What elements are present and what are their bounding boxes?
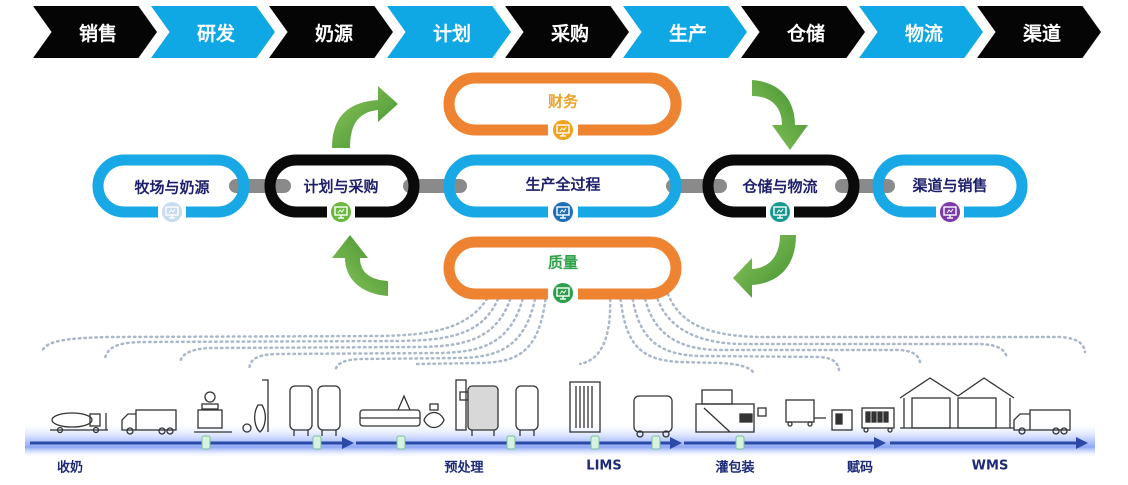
finance-label: 财务 [547, 92, 579, 111]
stage-label: 物流 [904, 22, 943, 45]
stage-storage: 仓储 [741, 6, 865, 58]
quality-label: 质量 [547, 253, 579, 272]
stage-rnd: 研发 [151, 6, 275, 58]
channel-label: 渠道与销售 [912, 176, 988, 195]
value-chain-bar: 销售 研发 奶源 计划 采购 生产 仓储 物流 渠道 [33, 6, 1103, 58]
farm-monitor-icon [162, 202, 182, 222]
filter-icon [242, 379, 269, 433]
equipment-line-art [50, 377, 1071, 438]
stage-label: 销售 [78, 22, 117, 45]
tank-icon [515, 385, 539, 436]
plan-monitor-icon [331, 202, 351, 222]
step-wms: WMS [971, 458, 1009, 474]
warehouse-label: 仓储与物流 [742, 177, 818, 196]
flow-arrow-up-right [332, 86, 398, 148]
production-label: 生产全过程 [525, 175, 601, 194]
warehouse-icon [899, 377, 1015, 429]
flow-arrow-down-left [733, 235, 796, 298]
farm-label: 牧场与奶源 [134, 178, 210, 197]
stage-label: 仓储 [786, 22, 825, 45]
weighing-station-icon [194, 391, 232, 433]
step-filling-packaging: 灌包装 [715, 460, 755, 476]
mix-tank-icon [467, 385, 499, 436]
pasteurizer-icon [633, 395, 673, 438]
stage-logistics: 物流 [859, 6, 983, 58]
stage-label: 生产 [668, 22, 707, 45]
stage-sales: 销售 [33, 6, 157, 58]
farm-ring [92, 154, 250, 222]
pallet-cart-icon [861, 407, 895, 433]
sensor-markers [201, 435, 745, 450]
warehouse-ring [702, 154, 860, 222]
stage-label: 采购 [550, 22, 589, 45]
separator-icon [423, 403, 445, 429]
production-monitor-icon [553, 202, 573, 222]
stage-label: 研发 [196, 22, 235, 45]
flow-arrow-down-right [752, 80, 808, 150]
data-flow-dots [40, 292, 1087, 374]
truck-icon [121, 409, 177, 435]
step-pretreatment: 预处理 [444, 460, 484, 476]
stage-production: 生产 [623, 6, 747, 58]
production-ring [443, 154, 682, 222]
stage-label: 渠道 [1022, 22, 1061, 45]
plan-ring [264, 154, 420, 222]
filling-machine-icon [695, 389, 767, 433]
warehouse-monitor-icon [770, 202, 790, 222]
step-coding: 赋码 [846, 460, 874, 476]
delivery-truck-icon [1013, 409, 1071, 435]
channel-monitor-icon [940, 202, 960, 222]
stage-milk-source: 奶源 [269, 6, 393, 58]
channel-ring [872, 154, 1028, 222]
plan-label: 计划与采购 [303, 177, 379, 196]
step-milk-collection: 收奶 [56, 460, 84, 476]
stage-label: 计划 [432, 22, 471, 45]
stage-label: 奶源 [314, 22, 353, 45]
stage-channel: 渠道 [977, 6, 1101, 58]
cip-rack-icon [569, 381, 601, 433]
flow-arrow-up-left [332, 235, 388, 296]
tanker-truck-icon [50, 412, 108, 434]
storage-tanks-icon [289, 385, 341, 436]
packer-icon [785, 399, 826, 427]
quality-ring [443, 236, 682, 303]
quality-monitor-icon [553, 283, 573, 303]
finance-monitor-icon [553, 120, 573, 140]
coder-icon [831, 409, 853, 431]
stage-purchasing: 采购 [505, 6, 629, 58]
stage-planning: 计划 [387, 6, 511, 58]
step-lims: LIMS [586, 458, 622, 474]
finance-ring [443, 72, 682, 140]
heat-exchanger-icon [359, 394, 421, 427]
